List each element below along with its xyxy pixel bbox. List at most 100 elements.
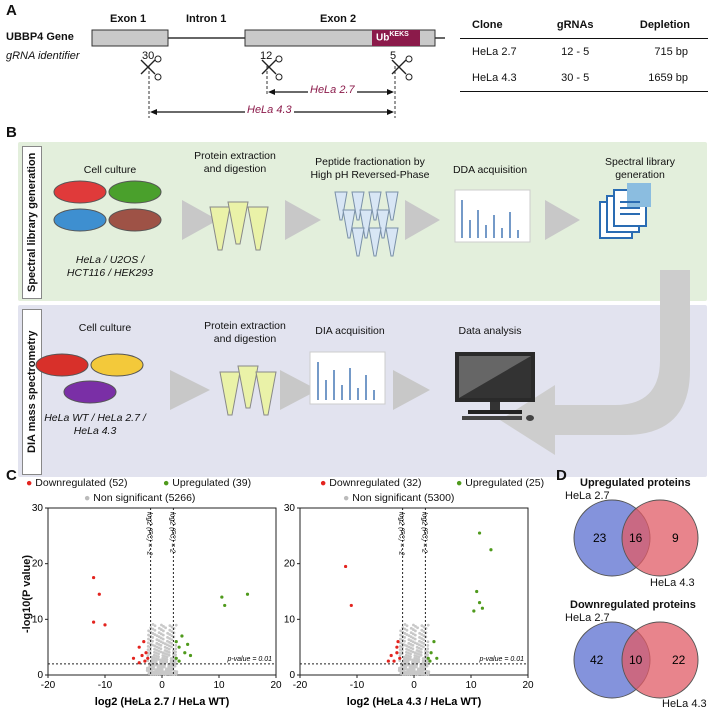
- ns-point: [420, 637, 424, 640]
- ns-point: [168, 624, 172, 628]
- ns-point: [422, 638, 426, 642]
- ns-point: [403, 631, 407, 635]
- ns-point: [413, 633, 417, 637]
- ns-point: [167, 653, 171, 657]
- span-hela-43: HeLa 4.3: [245, 104, 294, 116]
- data-point: [186, 642, 190, 646]
- ns-point: [173, 660, 177, 664]
- ns-point: [407, 645, 411, 649]
- ns-point: [403, 627, 407, 631]
- ns-point: [403, 636, 407, 639]
- ns-point: [398, 641, 402, 645]
- ns-point: [174, 653, 177, 657]
- data-point: [177, 645, 181, 649]
- ns-point: [422, 634, 426, 638]
- data-point: [428, 659, 432, 663]
- ns-point: [422, 625, 426, 629]
- panel-label-d: D: [556, 467, 567, 484]
- ns-point: [405, 644, 409, 648]
- ns-point: [151, 672, 155, 676]
- ns-point: [149, 642, 152, 646]
- ns-point: [162, 672, 165, 676]
- ns-point: [407, 641, 411, 645]
- ns-point: [418, 639, 421, 643]
- y-tick-label: 0: [289, 670, 295, 681]
- data-point: [386, 659, 390, 663]
- x-tick-label: -20: [293, 680, 308, 691]
- spectrum-icon: [309, 351, 386, 405]
- data-point: [349, 603, 353, 608]
- ns-point: [426, 647, 430, 651]
- data-point: [220, 595, 224, 599]
- ns-point: [166, 639, 169, 643]
- ns-point: [162, 665, 166, 669]
- ubkeks-box: [372, 30, 420, 46]
- data-point: [140, 653, 144, 658]
- dia-step-4: Data analysis: [458, 325, 522, 337]
- data-point: [477, 531, 482, 535]
- lib-step-1: Cell culture: [83, 164, 137, 176]
- data-point: [435, 656, 439, 660]
- panel-label-c: C: [6, 467, 17, 484]
- ns-point: [146, 641, 150, 645]
- ns-point: [418, 635, 421, 639]
- x-tick-label: 20: [270, 680, 282, 691]
- ns-point: [414, 672, 417, 676]
- lib-step-2: Protein extraction and digestion: [194, 150, 276, 175]
- ns-point: [409, 626, 413, 630]
- ns-point: [155, 645, 159, 649]
- x-tick-label: -20: [41, 680, 56, 691]
- ns-point: [167, 650, 171, 654]
- ns-point: [412, 623, 415, 627]
- ns-point: [151, 639, 154, 643]
- spectrum-icon: [454, 189, 531, 243]
- venn-up-a: 23: [593, 531, 607, 545]
- ns-point: [409, 646, 413, 650]
- ns-point: [161, 633, 165, 637]
- tube-icon: [219, 365, 277, 416]
- exon1-label: Exon 1: [110, 13, 147, 25]
- cut-12-label: 12: [260, 50, 273, 62]
- venn-up-ab: 16: [629, 531, 643, 545]
- ns-point: [398, 654, 402, 658]
- data-point: [480, 606, 484, 610]
- tube-rack-icon: [334, 191, 399, 257]
- data-point: [392, 659, 396, 663]
- ns-point: [411, 644, 415, 647]
- venn-down-ab: 10: [629, 653, 643, 667]
- venn-up-b: 9: [672, 531, 679, 545]
- pvalue-label: p-value = 0.01: [226, 656, 272, 663]
- ns-point: [415, 645, 419, 649]
- ns-point: [167, 647, 171, 651]
- lib-step-3: Peptide fractionation by High pH Reverse…: [310, 156, 430, 181]
- data-point: [103, 623, 107, 627]
- ns-point: [411, 647, 415, 651]
- ns-point: [155, 672, 159, 676]
- ns-point: [159, 632, 163, 636]
- ns-point: [174, 647, 178, 651]
- ns-point: [420, 628, 424, 632]
- data-point: [92, 575, 96, 580]
- ns-point: [409, 639, 413, 643]
- ns-point: [165, 658, 169, 662]
- ns-point: [406, 659, 410, 663]
- dia-step-3: DIA acquisition: [315, 325, 385, 337]
- data-point: [188, 653, 193, 658]
- ns-point: [160, 623, 163, 627]
- ns-point: [417, 643, 421, 647]
- x-axis-label: log2 (HeLa 4.3 / HeLa WT): [347, 696, 482, 708]
- ns-point: [407, 638, 411, 641]
- pvalue-label: p-value = 0.01: [478, 656, 524, 663]
- lib-step-5: Spectral library generation: [604, 156, 676, 181]
- ns-point: [153, 628, 157, 632]
- venn-down-a: 42: [590, 653, 604, 667]
- venn-down-b: 22: [672, 653, 686, 667]
- ns-point: [425, 664, 429, 668]
- ns-point: [168, 628, 172, 632]
- ns-point: [152, 667, 156, 671]
- ns-point: [173, 664, 177, 668]
- ns-point: [419, 650, 423, 654]
- data-point: [146, 656, 150, 660]
- header-grnas: gRNAs: [556, 19, 594, 31]
